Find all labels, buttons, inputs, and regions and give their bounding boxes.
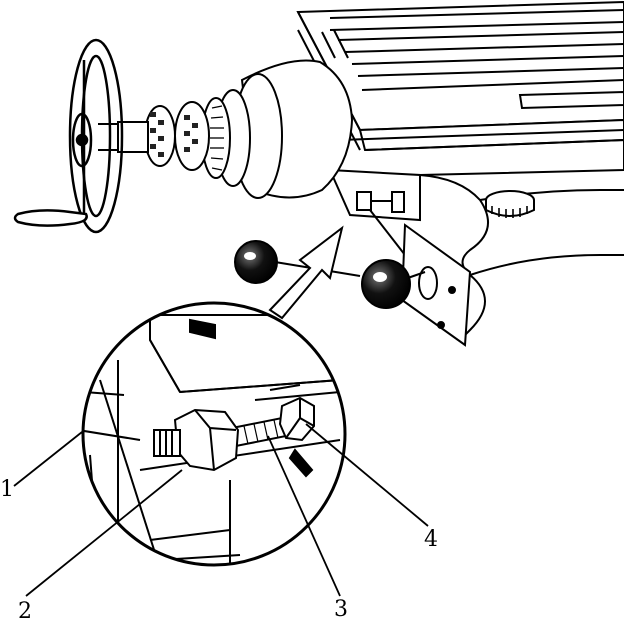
- lock-nut: [278, 396, 315, 442]
- feed-screw-assembly: [98, 59, 354, 199]
- detail-pointer-arrow: [268, 225, 344, 320]
- callout-2: 2: [18, 599, 32, 624]
- lock-knob: [485, 190, 535, 218]
- handwheel: [13, 38, 124, 234]
- callout-4: 4: [424, 527, 438, 552]
- callout-1: 1: [0, 477, 14, 502]
- detail-magnifier: [81, 301, 347, 567]
- clamp-lever-right: [361, 259, 426, 309]
- adjusting-nut: [153, 408, 240, 472]
- callout-3: 3: [334, 597, 348, 622]
- clamp-lever-left: [234, 240, 361, 284]
- knee-body: [328, 138, 624, 347]
- leader-lines: [13, 423, 429, 597]
- stopper-screw-small: [356, 191, 405, 213]
- worktable: [296, 0, 624, 152]
